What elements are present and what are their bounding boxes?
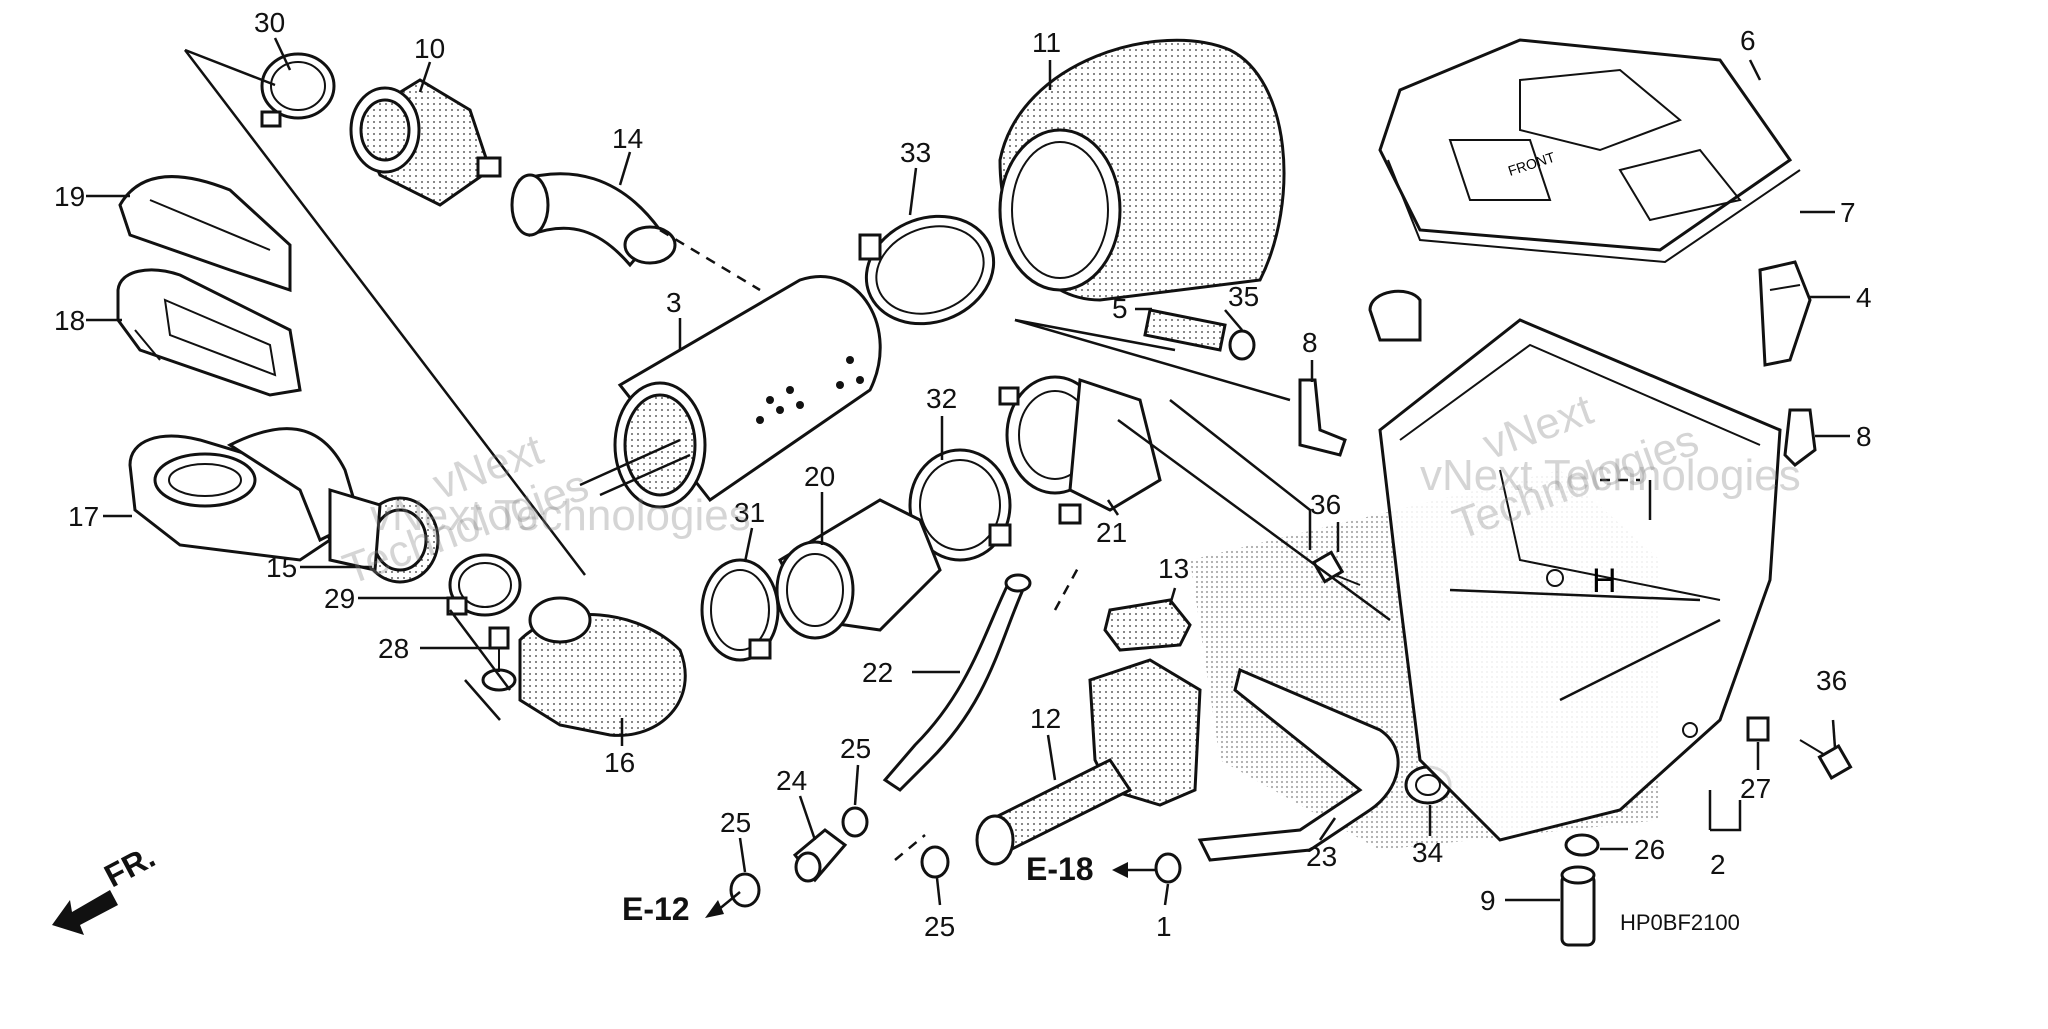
part-25-clip-c <box>920 845 950 879</box>
callout-29: 29 <box>324 583 355 614</box>
part-27-nut <box>1746 716 1770 742</box>
callout-22: 22 <box>862 657 893 688</box>
part-14-tube <box>510 172 677 268</box>
callout-36-right: 36 <box>1816 665 1847 696</box>
callout-4: 4 <box>1856 282 1872 313</box>
part-18-housing <box>116 268 302 397</box>
part-3-element <box>613 275 882 509</box>
case-letter-text: H <box>1592 562 1617 600</box>
callout-21: 21 <box>1096 517 1127 548</box>
part-26-clip <box>1564 833 1600 857</box>
callout-35: 35 <box>1228 281 1259 312</box>
callout-20: 20 <box>804 461 835 492</box>
callout-9: 9 <box>1480 885 1496 916</box>
part-33-band <box>858 214 996 326</box>
callout-11: 11 <box>1032 27 1061 58</box>
watermark-left-2: vNext Technologies <box>370 491 751 540</box>
part-25-clip-b <box>841 806 869 838</box>
part-21-joint <box>998 375 1162 525</box>
callout-15: 15 <box>266 552 297 583</box>
part-10-joint <box>349 78 502 207</box>
callout-25-b: 25 <box>840 733 871 764</box>
part-4-clip <box>1758 260 1812 367</box>
callout-13: 13 <box>1158 553 1189 584</box>
callout-14: 14 <box>612 123 643 154</box>
part-16-silencer <box>518 596 687 737</box>
part-2-case: H <box>1368 289 1782 842</box>
callout-16: 16 <box>604 747 635 778</box>
part-8-clip-upper <box>1298 378 1347 457</box>
callout-8-upper: 8 <box>1302 327 1318 358</box>
part-20-joint <box>775 498 942 640</box>
callout-30: 30 <box>254 7 285 38</box>
part-30-band <box>260 52 336 128</box>
part-25-clip-a <box>729 872 761 908</box>
callout-6: 6 <box>1740 25 1756 56</box>
part-35-clip <box>1228 329 1256 361</box>
part-32-band <box>908 448 1012 562</box>
part-13-filter <box>1103 598 1192 652</box>
callout-10: 10 <box>414 33 445 64</box>
part-23-tube <box>1197 667 1400 862</box>
callout-31: 31 <box>734 497 765 528</box>
callout-36-left: 36 <box>1310 489 1341 520</box>
callout-28: 28 <box>378 633 409 664</box>
callout-25-c: 25 <box>924 911 955 942</box>
part-15-joint <box>328 487 440 584</box>
callout-5: 5 <box>1112 293 1128 324</box>
callout-19: 19 <box>54 181 85 212</box>
part-29-band <box>446 553 522 617</box>
part-9-tube <box>1560 865 1596 947</box>
callout-1: 1 <box>1156 911 1172 942</box>
part-6-cover: FRONT <box>1378 38 1793 252</box>
callout-18: 18 <box>54 305 85 336</box>
part-8-clip-right <box>1783 408 1817 467</box>
watermark-right-2: vNext Technologies <box>1420 451 1801 500</box>
callout-32: 32 <box>926 383 957 414</box>
callout-24: 24 <box>776 765 807 796</box>
part-31-band <box>700 558 780 662</box>
callout-25-a: 25 <box>720 807 751 838</box>
ref-e12: E-12 <box>622 891 690 927</box>
part-12-drain <box>975 658 1202 866</box>
callout-12: 12 <box>1030 703 1061 734</box>
diagram-code: HP0BF2100 <box>1620 910 1740 935</box>
callout-33: 33 <box>900 137 931 168</box>
part-22-tube <box>882 573 1032 792</box>
callout-23: 23 <box>1306 841 1337 872</box>
callout-7: 7 <box>1840 197 1856 228</box>
part-24-tube <box>792 828 848 883</box>
part-36-bolt-left <box>1311 550 1361 586</box>
callout-2: 2 <box>1710 849 1726 880</box>
ref-e18: E-18 <box>1026 851 1094 887</box>
part-5-tube <box>1143 308 1227 352</box>
callout-17: 17 <box>68 501 99 532</box>
ref-front: FR. <box>98 838 160 894</box>
callout-27: 27 <box>1740 773 1771 804</box>
callout-8-right: 8 <box>1856 421 1872 452</box>
callout-34: 34 <box>1412 837 1443 868</box>
callout-26: 26 <box>1634 834 1665 865</box>
part-17-duct <box>128 427 362 562</box>
front-direction-arrow-icon <box>52 890 118 935</box>
part-36-bolt-right <box>1799 739 1853 780</box>
part-11-filter <box>998 38 1286 302</box>
part-19-cover <box>118 175 292 293</box>
leader-lines <box>86 37 1850 918</box>
part-1-clip <box>1154 852 1182 884</box>
part-7-seal <box>1387 159 1801 264</box>
callout-3: 3 <box>666 287 682 318</box>
